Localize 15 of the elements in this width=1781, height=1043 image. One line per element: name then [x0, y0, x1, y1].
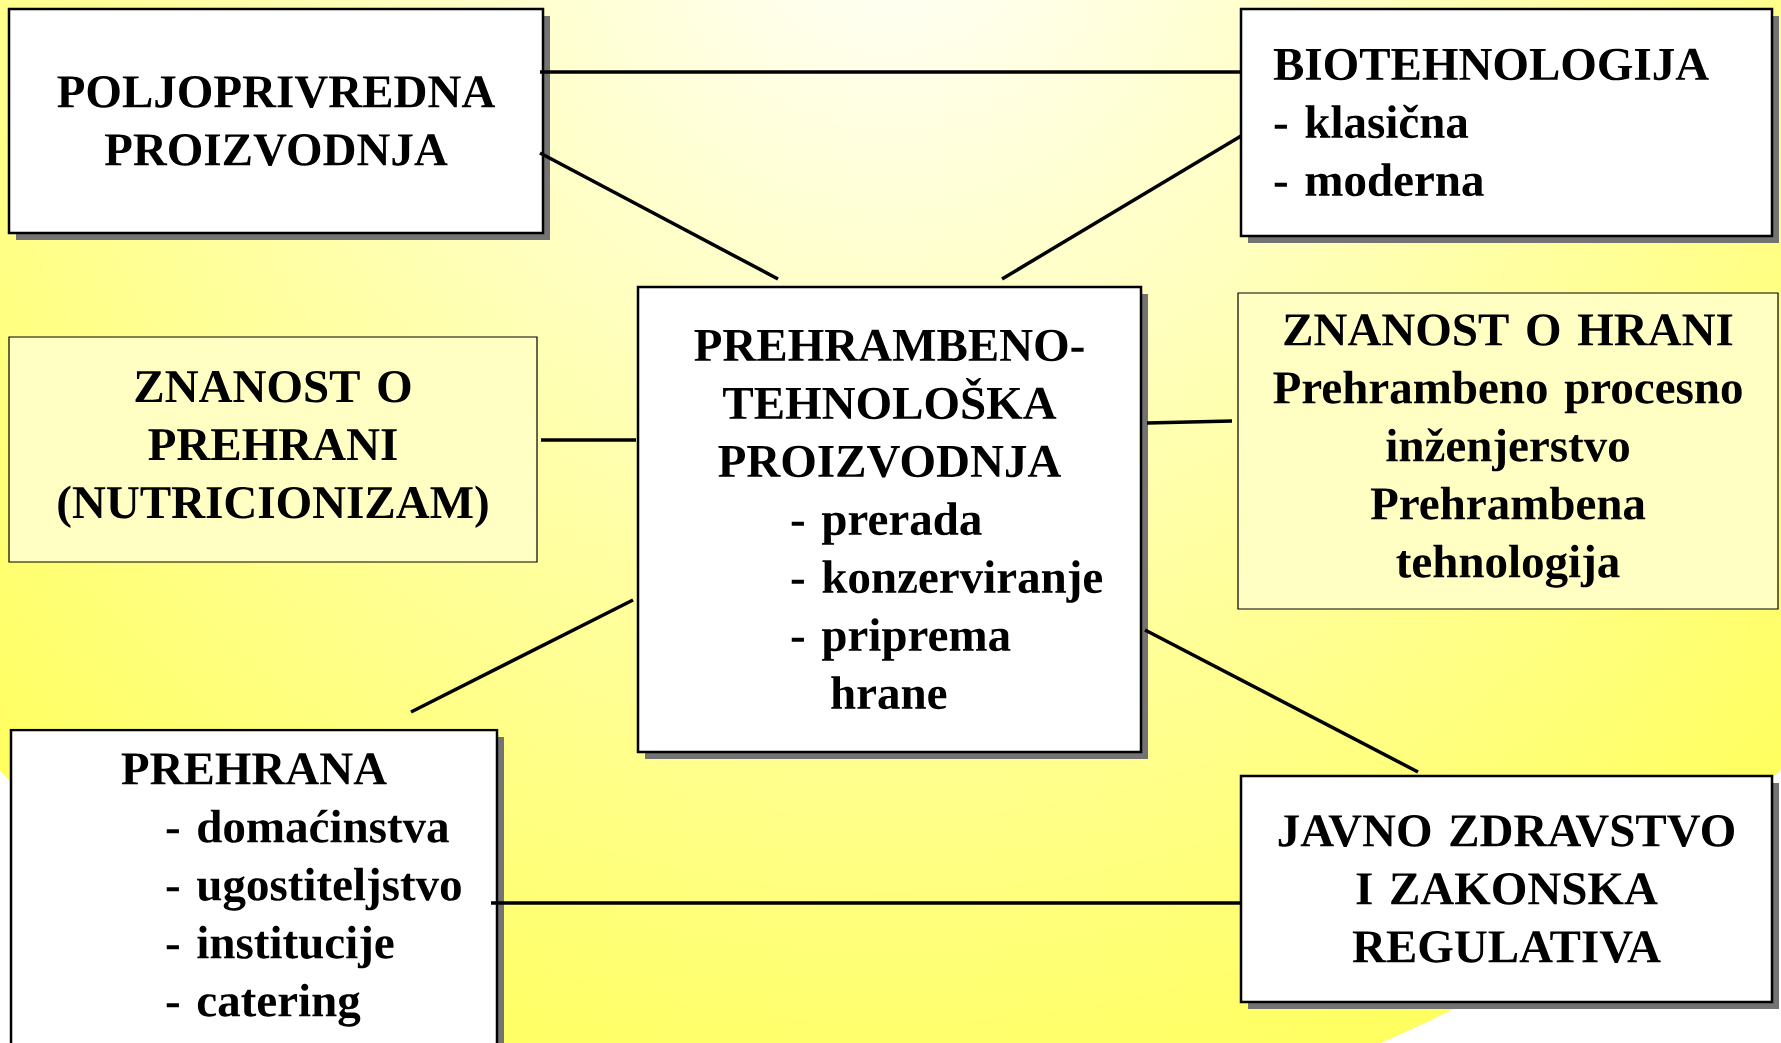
text-box: PREHRANA - domaćinstva - ugostiteljstvo - institucije - catering [9, 728, 504, 1043]
text-box: ZNANOST O HRANI Prehrambeno procesno inženjerstvo Prehrambena tehnologija [1237, 292, 1779, 610]
connector-line [541, 438, 636, 442]
text-box: ZNANOST O PREHRANI (NUTRICIONIZAM) [8, 336, 538, 563]
text-box: BIOTEHNOLOGIJA - klasična - moderna [1239, 7, 1779, 243]
connector-line [540, 70, 1241, 74]
text-box: JAVNO ZDRAVSTVO I ZAKONSKA REGULATIVA [1239, 774, 1779, 1009]
text-box: PREHRAMBENO-TEHNOLOŠKA PROIZVODNJA - prerada - konzerviranje - priprema hrane [636, 285, 1148, 759]
connector-line [491, 901, 1241, 905]
connector-line [1001, 134, 1242, 281]
connector-line [1144, 628, 1419, 774]
text-box: POLJOPRIVREDNA PROIZVODNJA [7, 7, 550, 240]
connector-line [539, 151, 779, 281]
connector-line [410, 598, 634, 714]
connector-line [1146, 419, 1233, 425]
